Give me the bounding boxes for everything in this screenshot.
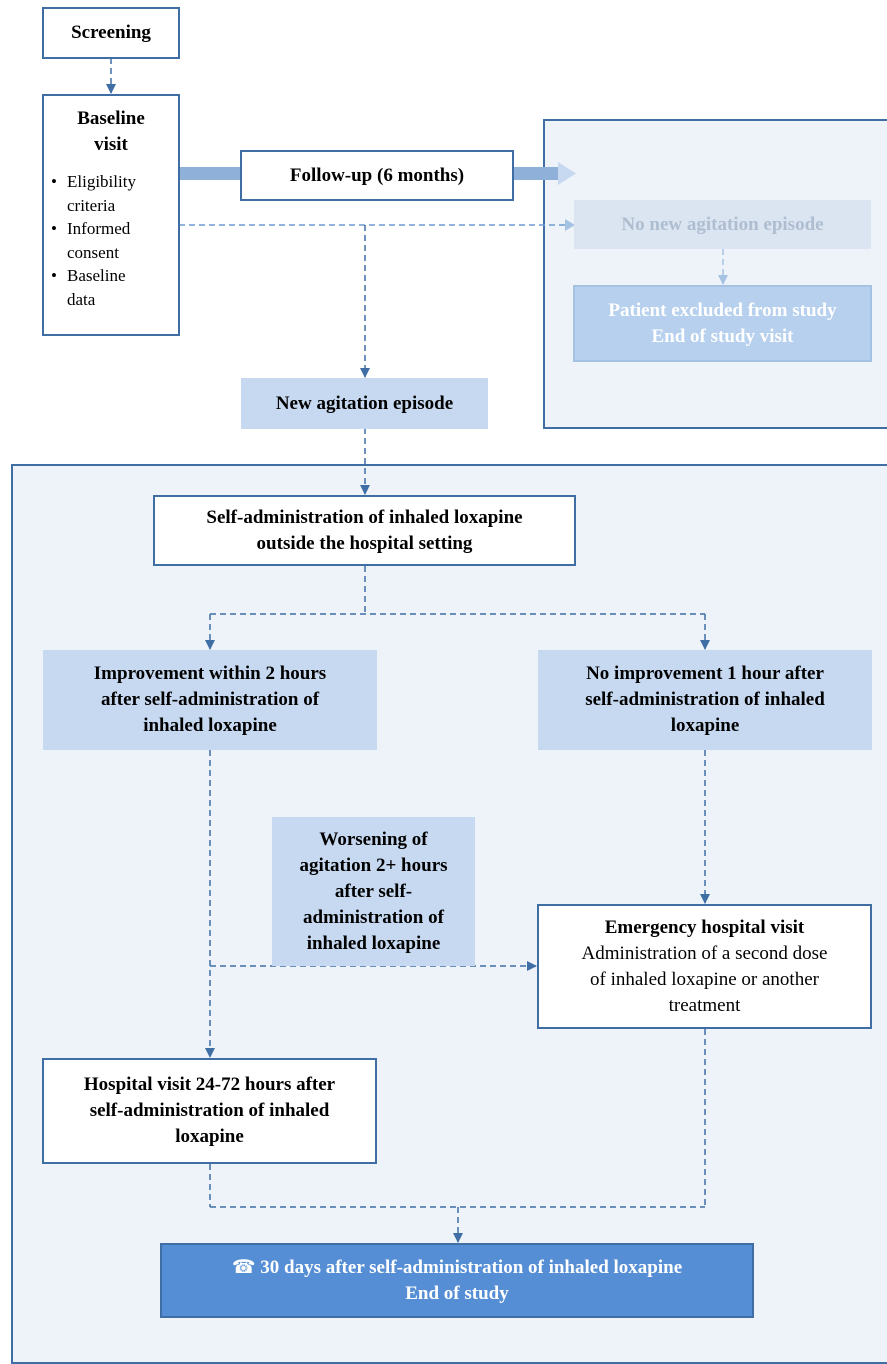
no-improvement-box: No improvement 1 hour after self-adminis… xyxy=(538,650,872,750)
end-of-study-line-2: End of study xyxy=(405,1283,509,1304)
exclusion-panel xyxy=(543,119,887,429)
item-data-line-1: Baseline xyxy=(67,266,126,285)
hospital-visit-line-1: Hospital visit 24-72 hours after xyxy=(83,1074,336,1095)
follow-up-bar-arrowhead xyxy=(558,162,576,185)
worsening-line-4: administration of xyxy=(303,906,444,928)
item-eligibility-line-2: criteria xyxy=(67,195,116,215)
follow-up-bar-left xyxy=(179,167,241,180)
no-episode-line-arrowhead xyxy=(565,219,575,231)
no-improvement-line-1: No improvement 1 hour after xyxy=(586,663,824,684)
improvement-line-1: Improvement within 2 hours xyxy=(93,663,327,684)
patient-excluded-box: Patient excluded from study End of study… xyxy=(573,285,872,362)
new-episode-box: New agitation episode xyxy=(241,378,488,429)
baseline-visit-title-line-1: Baseline xyxy=(77,108,145,129)
no-improvement-line-3: loxapine xyxy=(670,715,740,736)
follow-up-bar-right xyxy=(512,167,560,180)
screening-box: Screening xyxy=(42,7,180,59)
self-administration-line-1: Self-administration of inhaled loxapine xyxy=(206,506,523,528)
no-new-episode-label: No new agitation episode xyxy=(621,213,824,235)
emergency-visit-body-line-2: of inhaled loxapine or another xyxy=(590,968,819,990)
worsening-line-3: after self- xyxy=(334,880,413,902)
emergency-visit-title: Emergency hospital visit xyxy=(604,916,805,938)
worsening-line-5: inhaled loxapine xyxy=(306,932,441,954)
item-consent-line-1: Informed xyxy=(67,219,131,238)
baseline-visit-list: Eligibility criteria Informed consent Ba… xyxy=(37,170,185,311)
hospital-visit-line-3: loxapine xyxy=(175,1126,244,1147)
follow-up-box: Follow-up (6 months) xyxy=(240,150,514,201)
baseline-visit-item-eligibility: Eligibility criteria xyxy=(51,170,185,217)
worsening-box: Worsening of agitation 2+ hours after se… xyxy=(272,817,475,966)
no-improvement-line-2: self-administration of inhaled xyxy=(585,689,825,710)
baseline-visit-item-data: Baseline data xyxy=(51,264,185,311)
baseline-visit-item-consent: Informed consent xyxy=(51,217,185,264)
baseline-visit-box: Baseline visit Eligibility criteria Info… xyxy=(42,94,180,336)
emergency-visit-box: Emergency hospital visit Administration … xyxy=(537,904,872,1029)
screening-label: Screening xyxy=(71,22,151,43)
item-consent-line-2: consent xyxy=(67,242,119,262)
self-administration-line-2: outside the hospital setting xyxy=(256,532,473,554)
item-data-line-2: data xyxy=(67,289,96,309)
patient-excluded-line-1: Patient excluded from study xyxy=(608,299,837,321)
improvement-box: Improvement within 2 hours after self-ad… xyxy=(43,650,377,750)
phone-icon: ☎ xyxy=(231,1256,256,1278)
item-eligibility-line-1: Eligibility xyxy=(67,172,136,191)
end-of-study-box: ☎ 30 days after self-administration of i… xyxy=(160,1243,754,1318)
improvement-line-2: after self-administration of xyxy=(100,689,320,710)
end-of-study-line-1-text: 30 days after self-administration of inh… xyxy=(260,1257,683,1278)
follow-up-label: Follow-up (6 months) xyxy=(289,164,465,186)
worsening-line-1: Worsening of xyxy=(319,828,428,850)
emergency-visit-body-line-1: Administration of a second dose xyxy=(581,942,828,964)
hospital-visit-box: Hospital visit 24-72 hours after self-ad… xyxy=(42,1058,377,1164)
worsening-line-2: agitation 2+ hours xyxy=(299,854,448,876)
new-episode-label: New agitation episode xyxy=(275,392,454,414)
no-new-episode-box: No new agitation episode xyxy=(574,200,871,249)
emergency-visit-body-line-3: treatment xyxy=(668,994,741,1016)
self-administration-box: Self-administration of inhaled loxapine … xyxy=(153,495,576,566)
end-of-study-line-1: ☎ 30 days after self-administration of i… xyxy=(232,1254,682,1281)
patient-excluded-line-2: End of study visit xyxy=(651,325,794,347)
baseline-visit-title-line-2: visit xyxy=(94,134,128,155)
hospital-visit-line-2: self-administration of inhaled xyxy=(89,1100,330,1121)
improvement-line-3: inhaled loxapine xyxy=(143,715,277,736)
